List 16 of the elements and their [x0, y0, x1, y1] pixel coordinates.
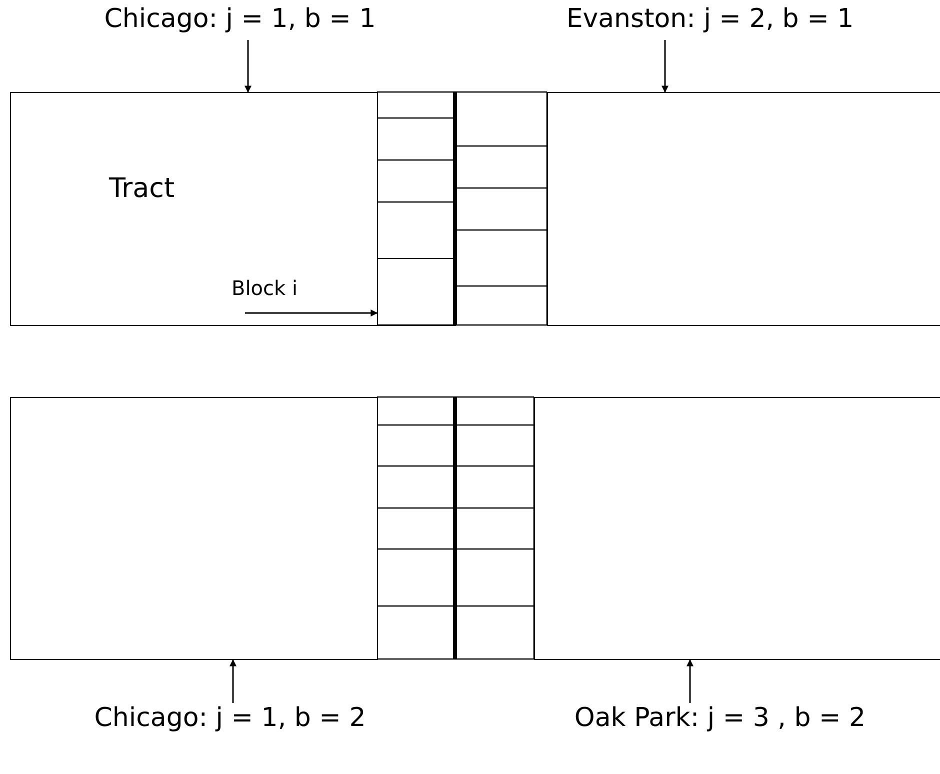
tract-region [534, 397, 940, 660]
block-cell-region [377, 258, 456, 326]
city-label: Chicago: j = 1, b = 1 [30, 4, 450, 40]
tract-label: Tract [109, 173, 175, 204]
tract-region [10, 397, 378, 660]
city-label: Oak Park: j = 3 , b = 2 [505, 703, 935, 743]
tract-region [547, 92, 940, 326]
city-label: Evanston: j = 2, b = 1 [490, 4, 930, 40]
arrow [662, 40, 668, 93]
arrow [686, 659, 694, 703]
arrow [245, 310, 378, 316]
tract-region [10, 92, 378, 326]
arrow [244, 40, 252, 93]
city-label: Chicago: j = 1, b = 2 [20, 703, 440, 743]
arrow [230, 659, 236, 703]
block-label: Block i [232, 276, 342, 312]
